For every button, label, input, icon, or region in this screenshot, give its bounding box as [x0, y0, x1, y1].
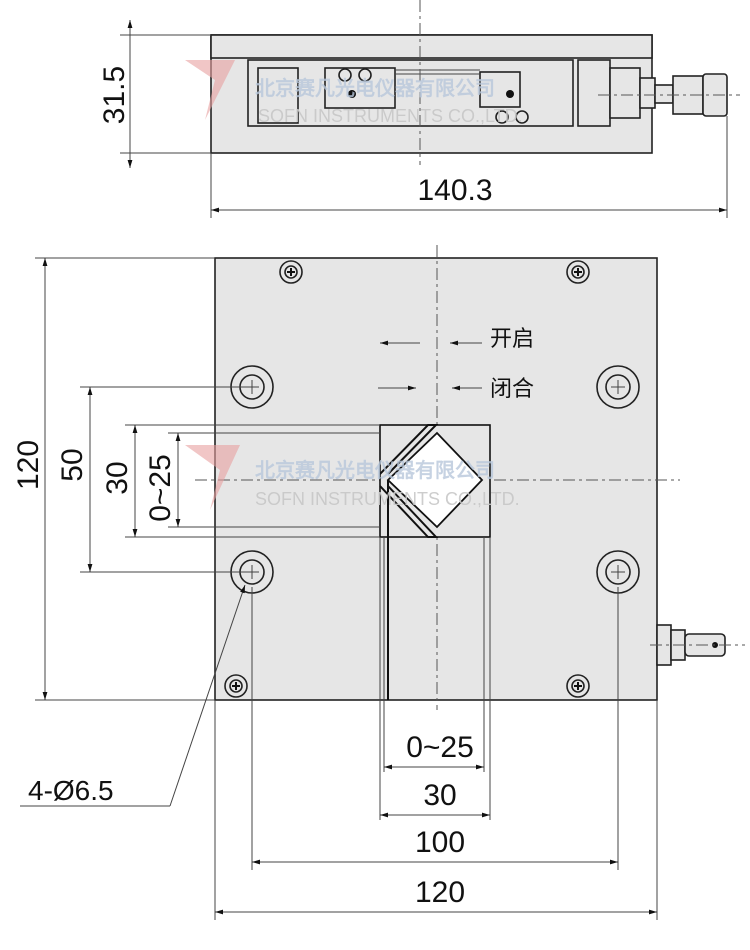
hole-callout: 4-Ø6.5 [28, 775, 114, 806]
dim-bottom-0-25: 0~25 [406, 731, 474, 764]
dim-bottom-120: 120 [415, 876, 465, 909]
close-label: 闭合 [490, 377, 534, 402]
height-dimension: 31.5 [98, 66, 131, 124]
slider-block-left [324, 67, 396, 109]
top-view: 31.5 140.3 [98, 0, 740, 218]
top-plate [210, 34, 653, 59]
micrometer-side [650, 624, 745, 666]
svg-text:北京赛凡光电仪器有限公司: 北京赛凡光电仪器有限公司 [255, 76, 495, 100]
width-dimension: 140.3 [417, 174, 492, 207]
main-view: 开启 闭合 120 50 30 0~25 0~25 30 100 120 [12, 245, 745, 920]
dim-left-0-25: 0~25 [144, 454, 177, 522]
dim-bottom-100: 100 [415, 826, 465, 859]
dim-bottom-30: 30 [423, 779, 456, 812]
svg-text:SOFN INSTRUMENTS CO.,LTD.: SOFN INSTRUMENTS CO.,LTD. [255, 489, 520, 509]
slider-block-right [479, 71, 521, 108]
dim-left-50: 50 [56, 448, 89, 481]
svg-text:北京赛凡光电仪器有限公司: 北京赛凡光电仪器有限公司 [255, 458, 495, 482]
svg-text:SOFN INSTRUMENTS CO.,LTD.: SOFN INSTRUMENTS CO.,LTD. [258, 106, 523, 126]
open-label: 开启 [490, 327, 534, 352]
mounting-holes [230, 365, 640, 594]
slit-aperture [379, 424, 491, 820]
watermark-top: 北京赛凡光电仪器有限公司 SOFN INSTRUMENTS CO.,LTD. [185, 60, 523, 126]
logo-icon [185, 445, 240, 510]
dim-left-30: 30 [101, 461, 134, 494]
watermark-main: 北京赛凡光电仪器有限公司 SOFN INSTRUMENTS CO.,LTD. [185, 445, 520, 510]
logo-icon [185, 60, 235, 120]
actuator-housing [577, 59, 611, 127]
dim-left-120: 120 [12, 440, 45, 490]
screw-heads [224, 260, 590, 698]
